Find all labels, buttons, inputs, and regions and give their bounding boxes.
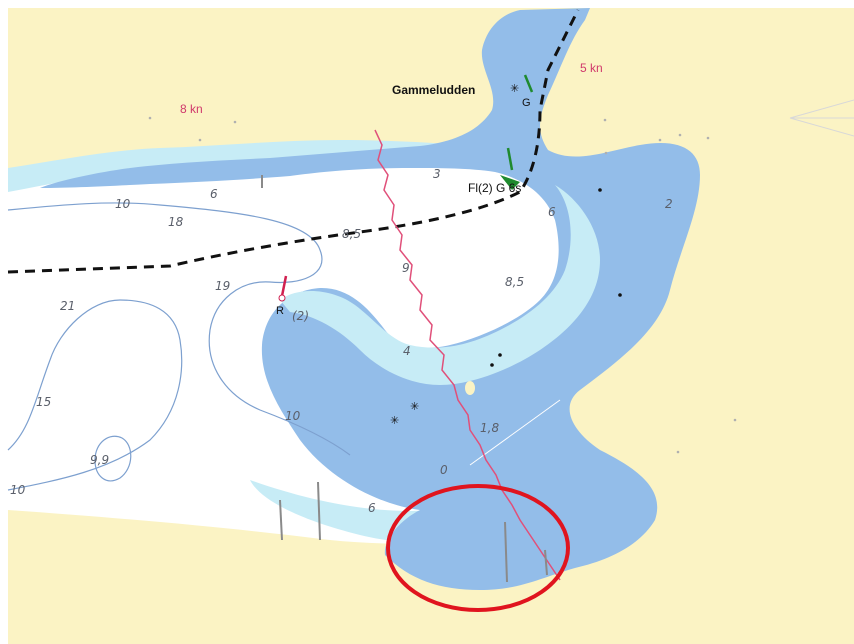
depth-sounding: (2) [292,309,309,323]
svg-text:✳: ✳ [410,401,419,413]
depth-sounding: 2 [665,197,673,211]
depth-sounding: 9,9 [90,453,109,467]
depth-sounding: 8,5 [342,227,361,241]
svg-text:✳: ✳ [510,83,519,95]
rock-symbols: ✳ ✳ ✳ [390,83,622,427]
beacon-letter-r: R [276,305,284,317]
depth-contour [94,435,132,482]
speed-limit-label: 5 kn [580,61,603,75]
ship-track-line [374,129,561,581]
depth-contour [7,299,183,491]
contour-label: 10 [285,409,301,423]
fairway-line [7,9,580,274]
contour-label: 6 [368,501,376,515]
depth-sounding: 21 [60,299,75,313]
contour-label: 10 [115,197,131,211]
place-name: Gammeludden [392,83,475,97]
svg-text:✳: ✳ [390,415,399,427]
green-light-icon [500,147,520,190]
green-beacon-icon [523,74,534,93]
pile-posts [261,175,548,583]
depth-sounding: 1,8 [480,421,499,435]
contour-label: 3 [433,167,441,181]
contour-label: 15 [36,395,51,409]
beacon-letter-g: G [522,97,531,109]
speed-limit-label: 8 kn [180,102,203,116]
deep-water-core [285,175,551,339]
land-dots [148,116,737,454]
light-characteristic: Fl(2) G 6s [468,181,521,195]
depth-sounding: 19 [215,279,230,293]
compass-mark-icon [789,99,854,137]
depth-sounding: 8,5 [505,275,524,289]
contour-label: 6 [210,187,218,201]
islet [465,381,475,395]
highlight-ellipse [386,484,570,612]
depth-contour [7,202,351,456]
depth-sounding: 4 [403,344,411,358]
depth-sounding: 18 [168,215,184,229]
depth-contour [469,399,561,466]
contour-label: 0 [440,463,448,477]
medium-water-bay [280,185,600,385]
contour-label: 10 [10,483,26,497]
contour-label: 6 [548,205,556,219]
red-beacon-icon [278,275,288,302]
depth-sounding: 9 [402,261,410,275]
